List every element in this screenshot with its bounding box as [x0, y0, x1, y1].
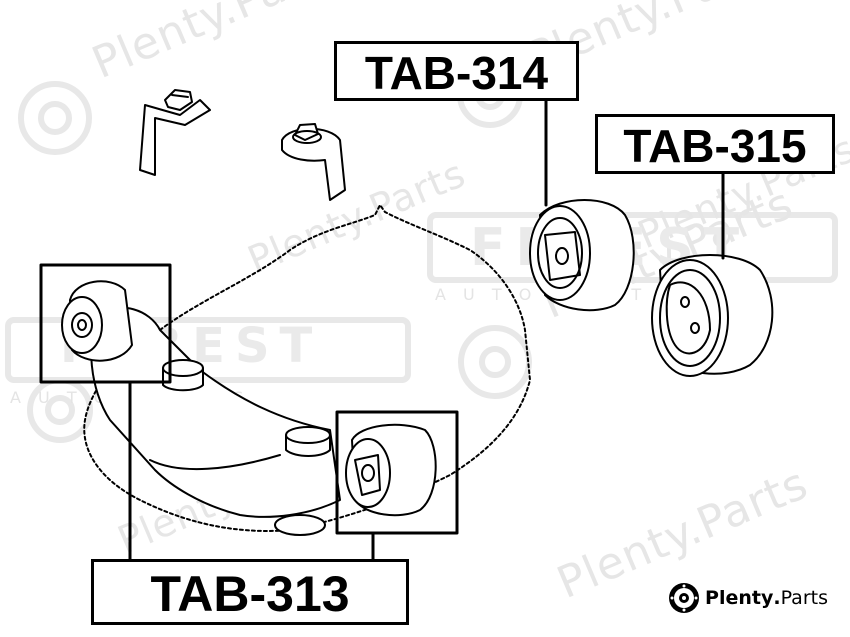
- highlight-box-tab-313-front: [335, 410, 459, 535]
- febest-logo-right: [427, 212, 838, 283]
- brake-disc-icon: [18, 81, 92, 155]
- highlight-box-tab-313-rear: [39, 263, 172, 384]
- brake-disc-icon: [479, 346, 511, 378]
- mounting-bracket-right: [281, 123, 346, 201]
- brand-separator: .: [773, 587, 781, 609]
- rear-crossmember: [90, 306, 341, 536]
- part-label-tab-314: TAB-314: [334, 41, 579, 101]
- brake-disc-icon: [38, 101, 72, 135]
- bushing-tab-314: [529, 199, 635, 312]
- brake-disc-logo-icon: [669, 583, 700, 613]
- brake-disc-icon: [458, 325, 532, 399]
- bushing-tab-313-front: [345, 423, 437, 517]
- bushing-tab-313-rear: [61, 280, 133, 362]
- differential-housing-outline: [83, 204, 531, 532]
- bushing-tab-315: [651, 254, 774, 377]
- brand-name-bold: Plenty: [705, 587, 774, 609]
- brake-disc-icon: [45, 395, 75, 425]
- brake-disc-icon: [27, 377, 93, 443]
- brand-name-light: Parts: [780, 587, 828, 609]
- part-label-tab-313: TAB-313: [91, 559, 409, 625]
- part-label-tab-315: TAB-315: [595, 114, 835, 174]
- plenty-parts-logo: Plenty.Parts: [667, 581, 828, 615]
- mounting-bracket-left: [139, 89, 211, 176]
